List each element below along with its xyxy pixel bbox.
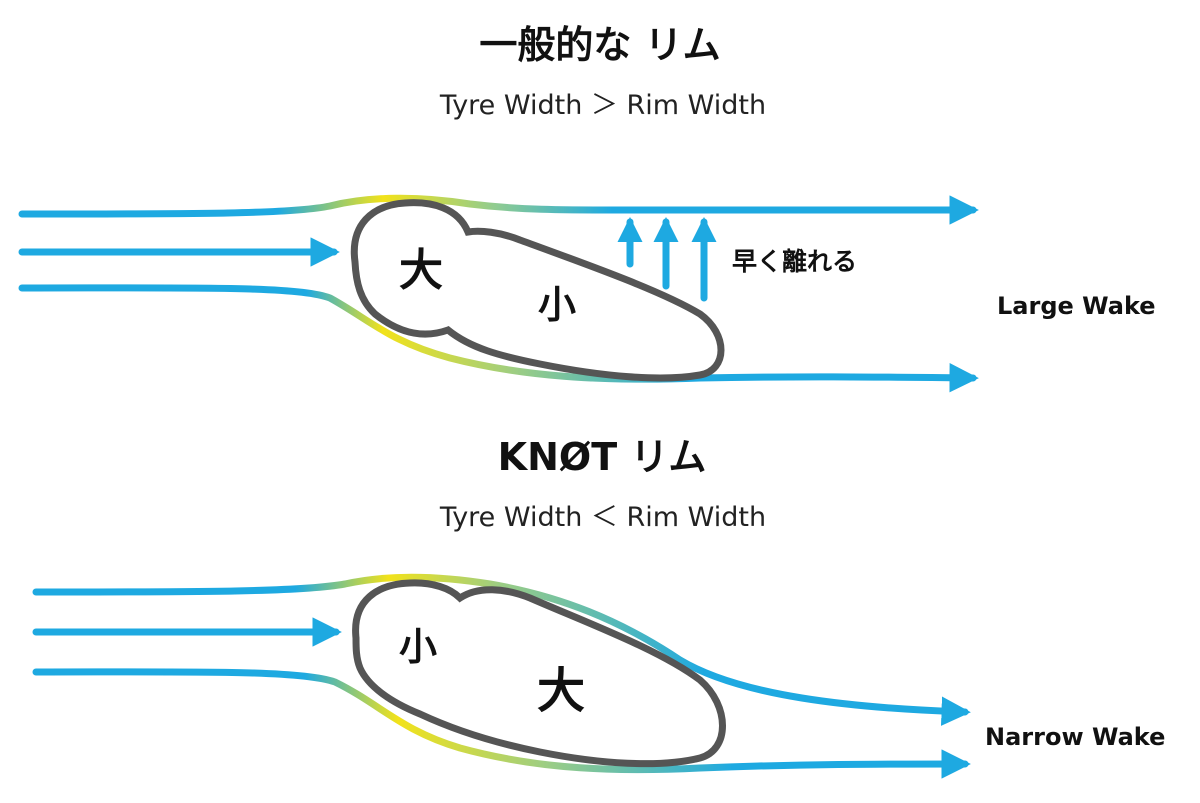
section-2-rim-profile bbox=[352, 579, 726, 768]
section-1-title: 一般的な リム bbox=[479, 23, 720, 67]
section-1-rim-profile bbox=[350, 199, 725, 382]
separation-annotation: 早く離れる bbox=[732, 247, 857, 276]
section-2-top-streamline bbox=[32, 573, 971, 726]
section-1-front-label: 大 bbox=[399, 245, 443, 296]
section-2-subtitle: Tyre Width ＜ Rim Width bbox=[439, 502, 766, 533]
section-1-rear-label: 小 bbox=[538, 283, 576, 327]
section-2-front-label: 小 bbox=[399, 625, 437, 669]
section-1-top-streamline bbox=[18, 194, 979, 225]
section-1-wake-label: Large Wake bbox=[997, 292, 1156, 320]
section-1-bottom-streamline bbox=[18, 284, 979, 393]
section-2-bottom-streamline bbox=[32, 668, 971, 779]
section-2-rear-label: 大 bbox=[537, 663, 585, 719]
section-2-title: KNØT リム bbox=[498, 435, 707, 479]
section-2-wake-label: Narrow Wake bbox=[985, 723, 1165, 751]
section-1-subtitle: Tyre Width ＞ Rim Width bbox=[439, 90, 766, 121]
